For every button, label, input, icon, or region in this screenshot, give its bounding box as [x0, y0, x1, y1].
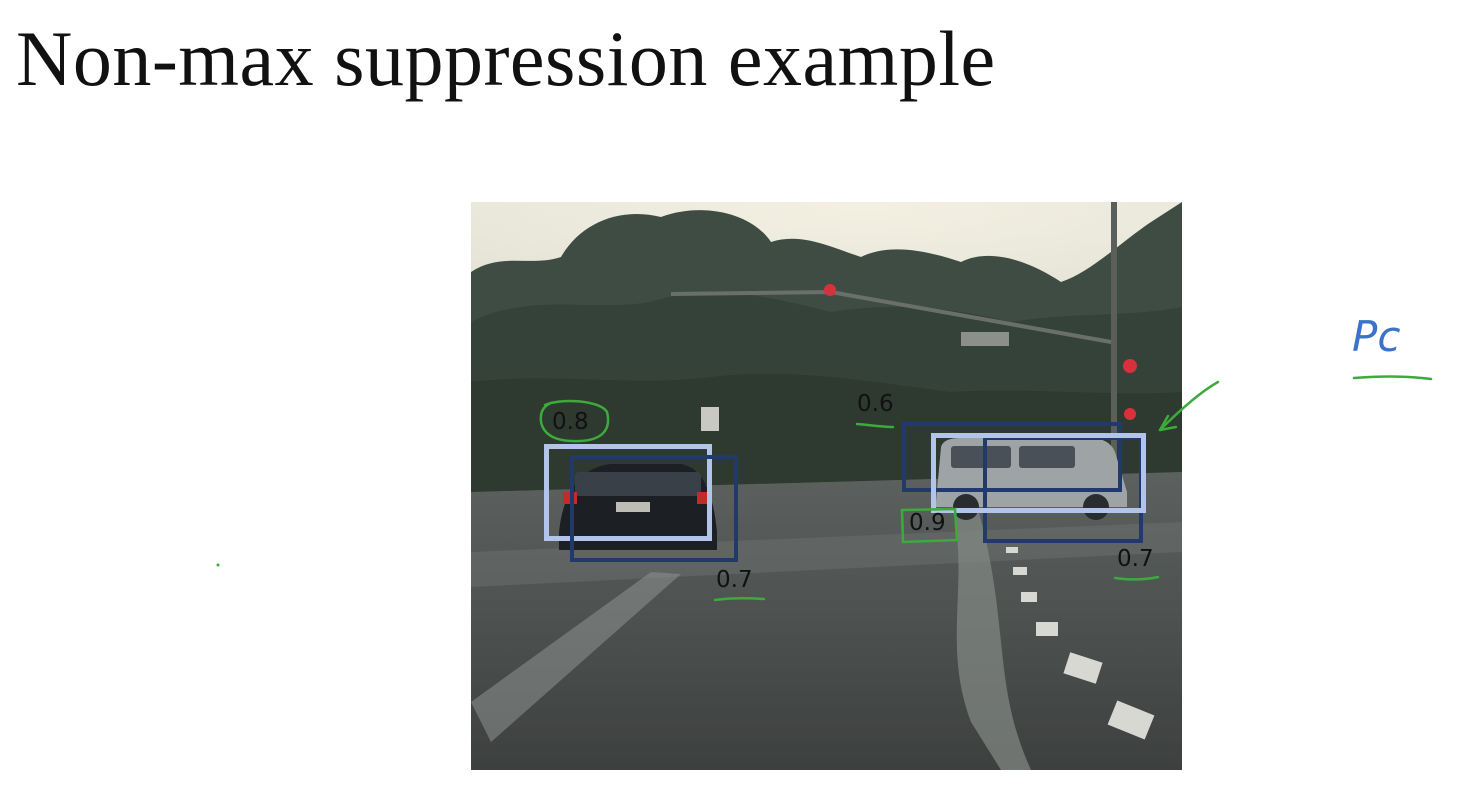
bounding-box-right-0.9 [931, 433, 1146, 513]
score-label-right-top: 0.6 [857, 391, 894, 417]
ink-dot [216, 563, 220, 567]
slide-title: Non-max suppression example [16, 15, 996, 102]
score-label-left-light: 0.8 [552, 409, 589, 435]
score-label-right-dark: 0.7 [1117, 546, 1154, 572]
score-label-left-dark: 0.7 [716, 567, 753, 593]
pc-label: Pc [1352, 312, 1401, 361]
score-label-right-light: 0.9 [909, 510, 946, 536]
bounding-box-left-0.8 [544, 444, 712, 541]
bounding-box-left-0.7 [570, 455, 738, 562]
pc-underline [1352, 375, 1433, 381]
bounding-box-right-0.6 [902, 422, 1122, 492]
